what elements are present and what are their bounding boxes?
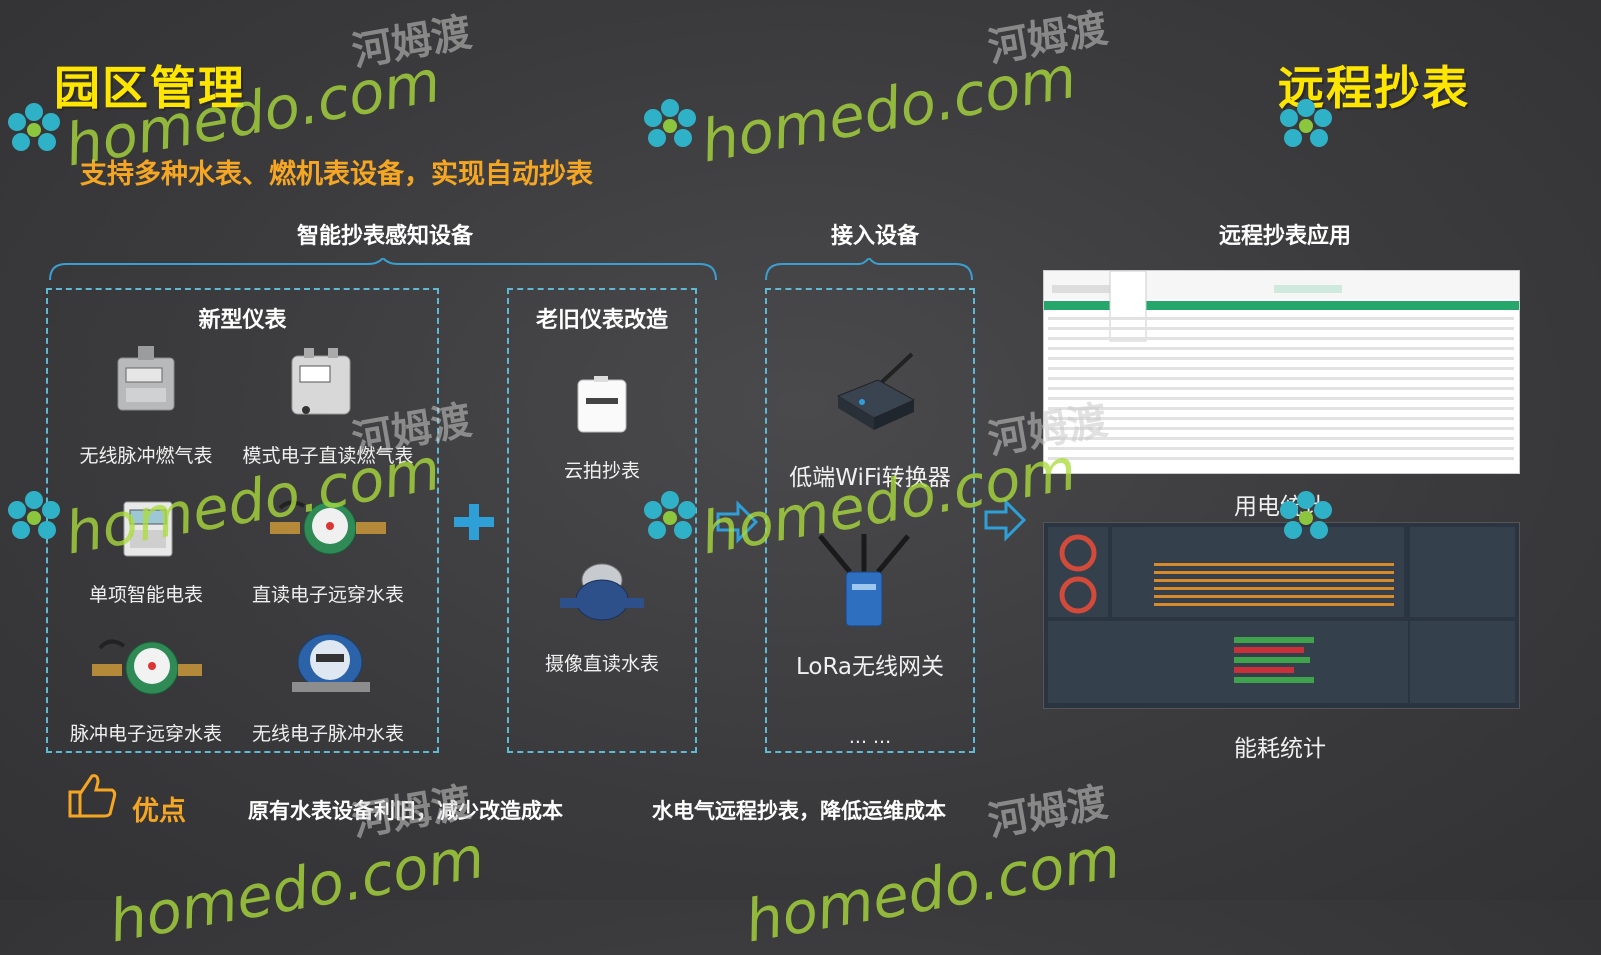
device-label: 无线电子脉冲水表: [251, 723, 404, 745]
page-title-left: 园区管理: [54, 61, 246, 115]
old-meters-box: [507, 288, 697, 753]
bracket-sensing: [48, 256, 718, 282]
more-devices: ... ...: [848, 726, 892, 748]
device-label: 无线脉冲燃气表: [79, 445, 213, 467]
thumbs-up-icon: [66, 772, 118, 824]
section-head-access: 接入设备: [830, 224, 919, 249]
section-head-app: 远程抄表应用: [1218, 224, 1351, 249]
watermark-cn: 河姆渡: [348, 9, 475, 76]
lora-gateway-image: [814, 532, 914, 632]
old-meters-title: 老旧仪表改造: [535, 308, 668, 333]
watermark-brand: homedo.com: [740, 822, 1126, 955]
flower-logo-icon: [640, 488, 700, 552]
device-label: LoRa无线网关: [795, 654, 945, 680]
device-label: 单项智能电表: [88, 584, 203, 606]
advantage-point-1: 原有水表设备利旧，减少改造成本: [248, 799, 563, 823]
gas-meter-wireless-image: [112, 344, 182, 420]
advantage-point-2: 水电气远程抄表，降低运维成本: [652, 799, 946, 823]
flower-logo-icon: [640, 96, 700, 160]
electric-stats-screenshot: [1043, 270, 1520, 474]
watermark-cn: 河姆渡: [984, 5, 1111, 72]
device-label: 模式电子直读燃气表: [242, 445, 414, 467]
advantages-label: 优点: [132, 796, 186, 827]
device-label: 低端WiFi转换器: [789, 465, 951, 491]
arrow-right-icon: [716, 500, 760, 548]
section-head-sensing: 智能抄表感知设备: [296, 224, 473, 249]
flower-logo-icon: [1276, 488, 1336, 552]
gas-meter-direct-read-image: [284, 348, 356, 424]
bracket-access: [764, 256, 974, 282]
flower-logo-icon: [4, 100, 64, 164]
camera-water-meter-image: [560, 560, 644, 638]
app-label-energy: 能耗统计: [1234, 736, 1326, 762]
device-label: 直读电子远穿水表: [251, 584, 404, 606]
arrow-right-icon: [984, 498, 1028, 546]
watermark-brand: homedo.com: [104, 822, 490, 955]
wifi-converter-image: [832, 352, 918, 440]
subtitle: 支持多种水表、燃机表设备，实现自动抄表: [80, 159, 593, 190]
electric-meter-image: [120, 500, 176, 564]
water-meter-pulse-image: [92, 636, 202, 706]
water-meter-direct-image: [270, 498, 386, 566]
access-devices-box: [765, 288, 975, 753]
flower-logo-icon: [1276, 96, 1336, 160]
device-label: 摄像直读水表: [544, 653, 659, 675]
device-label: 脉冲电子远穿水表: [69, 723, 222, 745]
plus-icon: [452, 502, 496, 546]
new-meters-box: [46, 288, 439, 753]
cloud-meter-reader-image: [576, 376, 630, 440]
new-meters-title: 新型仪表: [198, 308, 287, 333]
water-meter-wireless-image: [286, 628, 376, 704]
energy-stats-screenshot: [1043, 522, 1520, 709]
device-label: 云拍抄表: [563, 460, 640, 482]
flower-logo-icon: [4, 488, 64, 552]
